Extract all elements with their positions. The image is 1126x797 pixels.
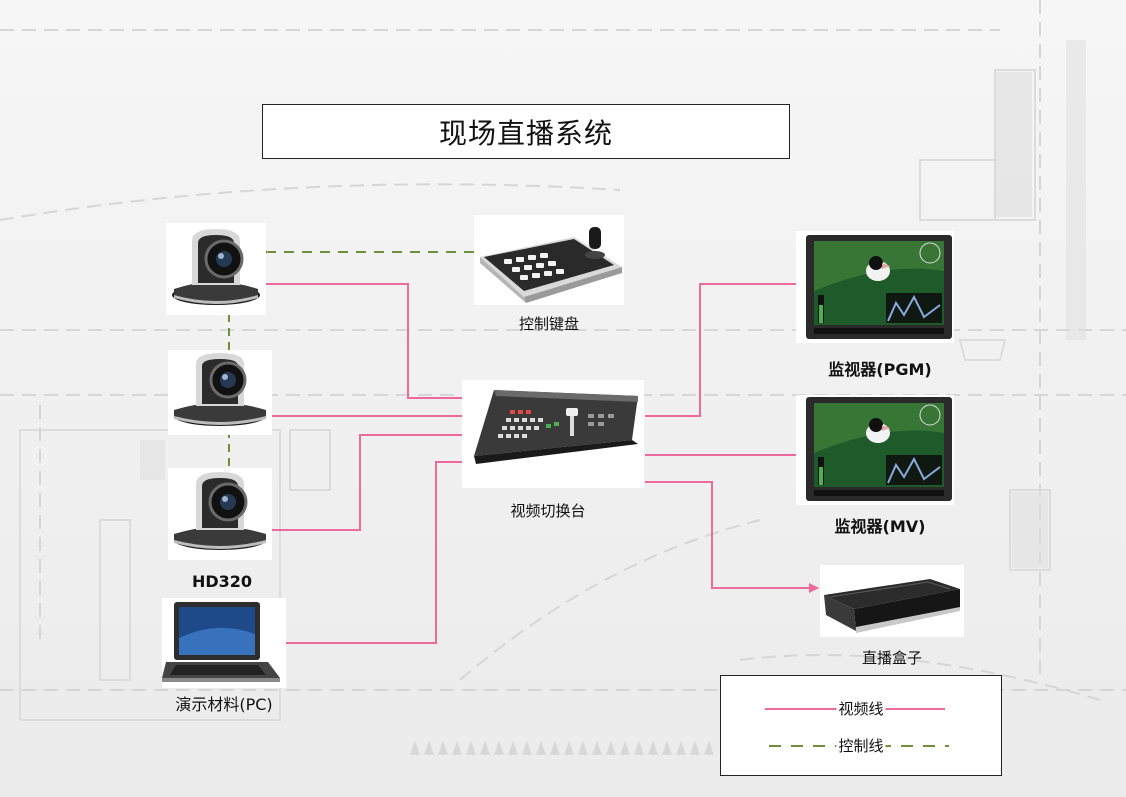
keyboard-label: 控制键盘 (518, 315, 580, 333)
streaming-box (820, 565, 964, 637)
video-switcher (462, 380, 644, 488)
video-switcher-icon (474, 390, 638, 464)
monitor-mv (796, 395, 954, 505)
legend-swatches (765, 708, 949, 747)
ptz-keyboard-icon (480, 227, 622, 303)
legend-row-control: 控制线 (721, 735, 1001, 756)
video-line-camera3-to-switcher (272, 430, 483, 531)
ptz-camera-icon (174, 472, 266, 550)
monitor-icon (806, 235, 952, 339)
video-line-switcher-to-box (645, 481, 819, 593)
monitor-pgm (796, 231, 954, 343)
streaming-box-icon (824, 579, 960, 633)
video-line-switcher-to-pgm (645, 279, 807, 417)
ptz-camera-icon (172, 229, 260, 305)
monitor-mv-label: 监视器(MV) (834, 517, 926, 536)
ptz-camera-3 (168, 468, 272, 560)
video-line-camera1-to-switcher (266, 283, 483, 403)
video-line-pc-to-switcher (262, 457, 485, 644)
camera-label: HD320 (191, 572, 253, 591)
switcher-label: 视频切换台 (510, 502, 586, 520)
legend-control-label: 控制线 (836, 735, 886, 756)
streaming-box-label: 直播盒子 (861, 649, 923, 667)
diagram-title: 现场直播系统 (438, 116, 613, 150)
ptz-camera-2 (168, 350, 272, 435)
laptop-icon (162, 602, 280, 682)
control-keyboard (474, 215, 624, 305)
monitor-icon (806, 397, 952, 501)
legend-video-label: 视频线 (836, 698, 886, 719)
ptz-camera-1 (166, 223, 266, 315)
legend-row-video: 视频线 (721, 698, 1001, 719)
monitor-pgm-label: 监视器(PGM) (828, 360, 932, 379)
title-box: 现场直播系统 (262, 104, 790, 159)
legend: 视频线 控制线 (720, 675, 1002, 776)
presentation-pc (162, 598, 286, 688)
ptz-camera-icon (174, 353, 266, 426)
pc-label: 演示材料(PC) (175, 695, 273, 714)
